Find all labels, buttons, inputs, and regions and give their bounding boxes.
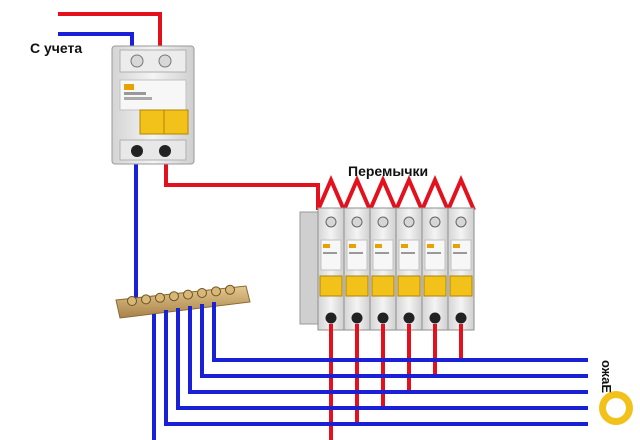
- busbar-screw: [211, 286, 221, 297]
- outgoing-neutral-wires: [152, 302, 588, 440]
- group-breaker: [421, 207, 449, 331]
- group-breaker: [343, 207, 371, 331]
- busbar-screw: [127, 296, 137, 306]
- main-phase-feed: [164, 160, 320, 210]
- phase-output-wire: [381, 324, 588, 410]
- neutral-output-wire: [188, 306, 588, 394]
- neutral-output-wire: [164, 310, 588, 426]
- busbar-screw: [169, 291, 179, 302]
- jumpers-label: Перемычки: [348, 163, 429, 179]
- group-breaker: [395, 207, 423, 331]
- phase-output-wire: [459, 324, 588, 362]
- neutral-busbar: [115, 284, 251, 319]
- group-breaker: [317, 207, 345, 331]
- source-label: С учета: [30, 40, 83, 56]
- neutral-output-wire: [176, 308, 588, 410]
- incoming-phase-wire: [58, 12, 162, 50]
- neutral-output-wire: [200, 304, 588, 378]
- jumper-zigzag: [316, 174, 476, 216]
- consumer-badge-icon: [599, 391, 633, 425]
- busbar-screw: [197, 288, 207, 298]
- main-breaker: [111, 45, 195, 165]
- busbar-screw: [141, 294, 151, 305]
- group-breaker: [369, 207, 397, 331]
- phase-output-wire: [433, 324, 588, 378]
- neutral-output-wire: [212, 302, 588, 362]
- incoming-neutral-wire: [58, 32, 134, 50]
- group-breakers: [299, 207, 475, 331]
- group-breaker: [447, 207, 475, 331]
- busbar-screw: [183, 289, 193, 300]
- busbar-screw: [155, 292, 165, 303]
- busbar-screw: [225, 284, 235, 295]
- consumers-label: ожаЕ: [599, 360, 614, 394]
